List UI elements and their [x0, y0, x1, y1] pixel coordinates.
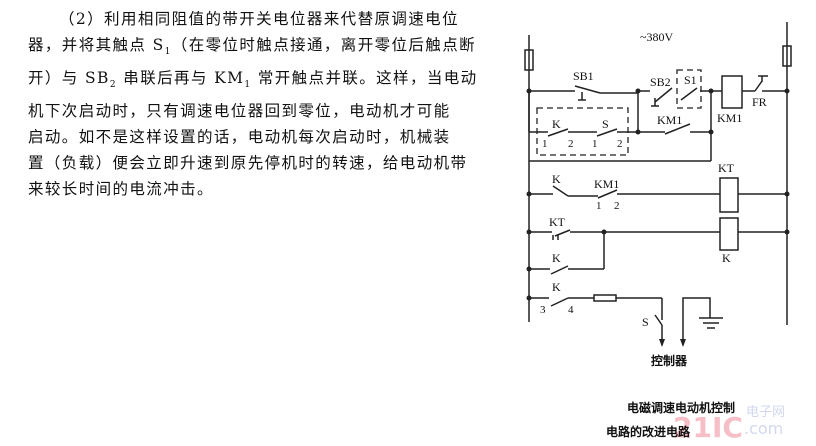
s-switch-label: S	[642, 315, 649, 329]
row-6: K 3 4 S 控制器	[529, 280, 723, 368]
sb2-label: SB2	[650, 75, 671, 89]
row-2: K S 1 2 1 2 KM1	[528, 91, 712, 162]
ground-icon	[699, 317, 723, 329]
km1-coil-label: KM1	[717, 111, 742, 125]
row-4: KT K	[529, 215, 787, 269]
diagram-label: 21IC	[673, 411, 743, 444]
diagram-label: 3	[540, 304, 546, 316]
paragraph-line: 来较长时间的电流冲击。	[28, 180, 214, 199]
fuse-left	[524, 49, 534, 71]
arrow-down-icon	[659, 339, 665, 347]
pushbutton-icon	[578, 92, 586, 101]
s1-dashed-box	[676, 69, 702, 109]
paragraph-line: 器，并将其触点 S1（在零位时触点接通，离开零位后触点断	[28, 32, 506, 65]
kt-contact-label: KT	[549, 215, 566, 229]
fr-label: FR	[752, 95, 767, 109]
subscript: 1	[244, 80, 252, 91]
fuse	[593, 294, 617, 302]
timer-contact-icon	[552, 235, 559, 240]
body-text: （2）利用相同阻值的带开关电位器来代替原调速电位 器，并将其触点 S1（在零位时…	[28, 6, 506, 202]
fuse-right	[782, 45, 792, 67]
fr-contact	[754, 75, 787, 92]
kt-coil	[719, 177, 739, 213]
voltage-label: ~380V	[640, 30, 673, 44]
row-3: K KM1 1 2 KT	[529, 161, 787, 213]
s-label: S	[602, 117, 609, 131]
row-1: SB1 SB2 S1 KM1 FR	[529, 69, 787, 125]
k-coil	[719, 217, 739, 251]
arrow-down-icon	[680, 339, 686, 347]
paragraph-line: 置（负载）便会立即升速到原先停机时的转速，给电动机带	[28, 154, 468, 173]
diagram-label: 2	[614, 200, 620, 212]
diagram-label: K	[552, 172, 561, 186]
km1-contact-label: KM1	[657, 113, 682, 127]
figure-caption: 电路的改进电路	[606, 424, 691, 439]
text-span: 常开触点并联。这样，当电动	[251, 69, 478, 88]
row-5: K	[529, 251, 604, 275]
diagram-label: K	[552, 251, 561, 265]
potentiometer-dashed-box	[536, 107, 629, 156]
text-span: 串联后再与 KM	[116, 69, 245, 88]
diagram-label: KM1	[594, 177, 619, 191]
sb1-label: SB1	[573, 69, 594, 83]
k-label: K	[552, 117, 561, 131]
text-span: 器，并将其触点 S	[28, 36, 165, 54]
diagram-label: 2	[617, 138, 623, 150]
s1-label: S1	[684, 73, 697, 87]
text-span: 开）与 SB	[28, 69, 110, 88]
text-span: （在零位时触点接通，离开零位后触点断	[171, 36, 476, 54]
paragraph-line: 启动。如不是这样设置的话，电动机每次启动时，机械装	[28, 128, 451, 147]
paragraph-line: 机下次启动时，只有调速电位器回到零位，电动机才可能	[28, 102, 451, 121]
diagram-label: 4	[568, 304, 574, 316]
diagram-label: 1	[596, 200, 602, 212]
figure-caption: 电磁调速电动机控制	[627, 400, 735, 415]
diagram-label: K	[552, 280, 561, 294]
diagram-label: 2	[568, 138, 574, 150]
controller-label: 控制器	[651, 353, 688, 368]
diagram-label: 电子网	[746, 405, 785, 420]
diagram-label: .com	[744, 419, 783, 438]
pushbutton-icon	[651, 98, 659, 107]
kt-coil-label: KT	[718, 161, 735, 175]
diagram-label: 1	[542, 138, 548, 150]
watermark: 21IC 电子网 .com	[673, 405, 785, 444]
km1-coil	[721, 75, 743, 109]
power-rails	[524, 22, 792, 325]
paragraph-line: 开）与 SB2 串联后再与 KM1 常开触点并联。这样，当电动	[28, 65, 506, 98]
subscript: 1	[164, 47, 172, 58]
k-coil-label: K	[722, 251, 731, 265]
paragraph-line: （2）利用相同阻值的带开关电位器来代替原调速电位	[59, 10, 459, 28]
junction-dots	[526, 88, 790, 301]
subscript: 2	[109, 80, 117, 91]
diagram-label: 1	[592, 138, 598, 150]
